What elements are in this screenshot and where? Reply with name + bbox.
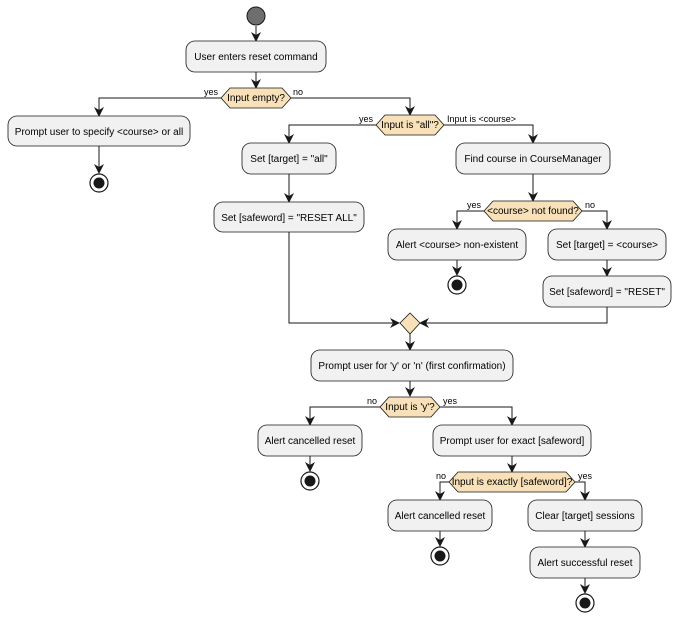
activity-find-course: Find course in CourseManager — [455, 142, 611, 175]
edge-sw-no — [435, 481, 449, 501]
activity-label: Prompt user for 'y' or 'n' (first confir… — [318, 361, 505, 372]
edge-y-yes — [440, 406, 517, 426]
decision-label: Input is exactly [safeword]? — [452, 477, 573, 488]
label-sw-yes: yes — [578, 471, 593, 481]
activity-label: Find course in CourseManager — [464, 154, 602, 165]
activity-label: Alert <course> non-existent — [396, 240, 519, 251]
edge-y-no — [305, 406, 380, 426]
edge-safeword-all-to-merge — [288, 232, 400, 328]
end-node-nonexistent — [447, 275, 467, 295]
activity-label: Prompt user for exact [safeword] — [440, 436, 585, 447]
activity-label: Set [target] = "all" — [250, 154, 328, 165]
activity-set-target-course: Set [target] = <course> — [547, 228, 667, 261]
decision-label: <course> not found? — [487, 206, 579, 217]
decision-input-safeword: Input is exactly [safeword]? — [448, 471, 576, 493]
end-node-cancelled-1 — [300, 471, 320, 491]
decision-input-y: Input is 'y'? — [379, 396, 441, 418]
end-node-cancelled-2 — [430, 546, 450, 566]
activity-prompt-safeword: Prompt user for exact [safeword] — [432, 424, 592, 457]
label-sw-no: no — [436, 471, 446, 481]
activity-clear-sessions: Clear [target] sessions — [527, 499, 643, 532]
edge-all-course — [444, 124, 538, 144]
decision-label: Input is "all"? — [381, 120, 439, 131]
edge-empty-yes — [94, 97, 221, 117]
decision-input-all: Input is "all"? — [375, 114, 445, 136]
activity-alert-nonexistent: Alert <course> non-existent — [387, 228, 527, 261]
label-y-no: no — [367, 396, 377, 406]
branch-labels: yes no yes Input is <course> yes no no y… — [204, 87, 595, 481]
activity-label: Alert cancelled reset — [265, 436, 356, 447]
start-node — [246, 6, 266, 26]
edge-sw-yes — [575, 481, 590, 501]
edges — [94, 26, 612, 594]
activity-prompt-y-n: Prompt user for 'y' or 'n' (first confir… — [310, 349, 514, 382]
end-node-prompt-specify — [89, 173, 109, 193]
decision-label: Input is 'y'? — [385, 402, 435, 413]
activity-alert-success: Alert successful reset — [529, 546, 641, 579]
activity-prompt-specify: Prompt user to specify <course> or all — [7, 115, 191, 147]
activity-alert-cancelled-1: Alert cancelled reset — [257, 424, 363, 457]
edge-empty-no — [291, 97, 415, 116]
label-y-yes: yes — [443, 396, 458, 406]
label-all-course: Input is <course> — [447, 114, 516, 124]
merge-node — [399, 312, 421, 335]
label-empty-yes: yes — [204, 87, 219, 97]
activity-label: Clear [target] sessions — [535, 511, 635, 522]
activity-label: User enters reset command — [194, 52, 317, 63]
activity-label: Prompt user to specify <course> or all — [15, 127, 183, 138]
edge-all-yes — [284, 124, 376, 144]
edge-nf-yes — [452, 210, 484, 230]
decision-course-not-found: <course> not found? — [483, 200, 583, 222]
label-all-yes: yes — [359, 114, 374, 124]
decision-label: Input empty? — [227, 93, 285, 104]
activity-label: Set [safeword] = "RESET ALL" — [221, 213, 357, 224]
edge-safeword-reset-to-merge — [419, 307, 608, 328]
activity-set-target-all: Set [target] = "all" — [241, 142, 337, 175]
label-nf-no: no — [585, 200, 595, 210]
activity-label: Set [target] = <course> — [556, 240, 658, 251]
activity-alert-cancelled-2: Alert cancelled reset — [387, 499, 493, 532]
end-node-success — [575, 593, 595, 613]
activity-label: Set [safeword] = "RESET" — [549, 287, 665, 298]
label-nf-yes: yes — [467, 200, 482, 210]
label-empty-no: no — [293, 87, 303, 97]
activity-label: Alert successful reset — [537, 558, 632, 569]
decision-input-empty: Input empty? — [220, 87, 292, 109]
activity-set-safeword-reset: Set [safeword] = "RESET" — [542, 275, 672, 308]
activity-set-safeword-all: Set [safeword] = "RESET ALL" — [213, 201, 365, 233]
activity-label: Alert cancelled reset — [395, 511, 486, 522]
edge-nf-no — [582, 210, 612, 230]
activity-user-enters: User enters reset command — [185, 40, 327, 73]
